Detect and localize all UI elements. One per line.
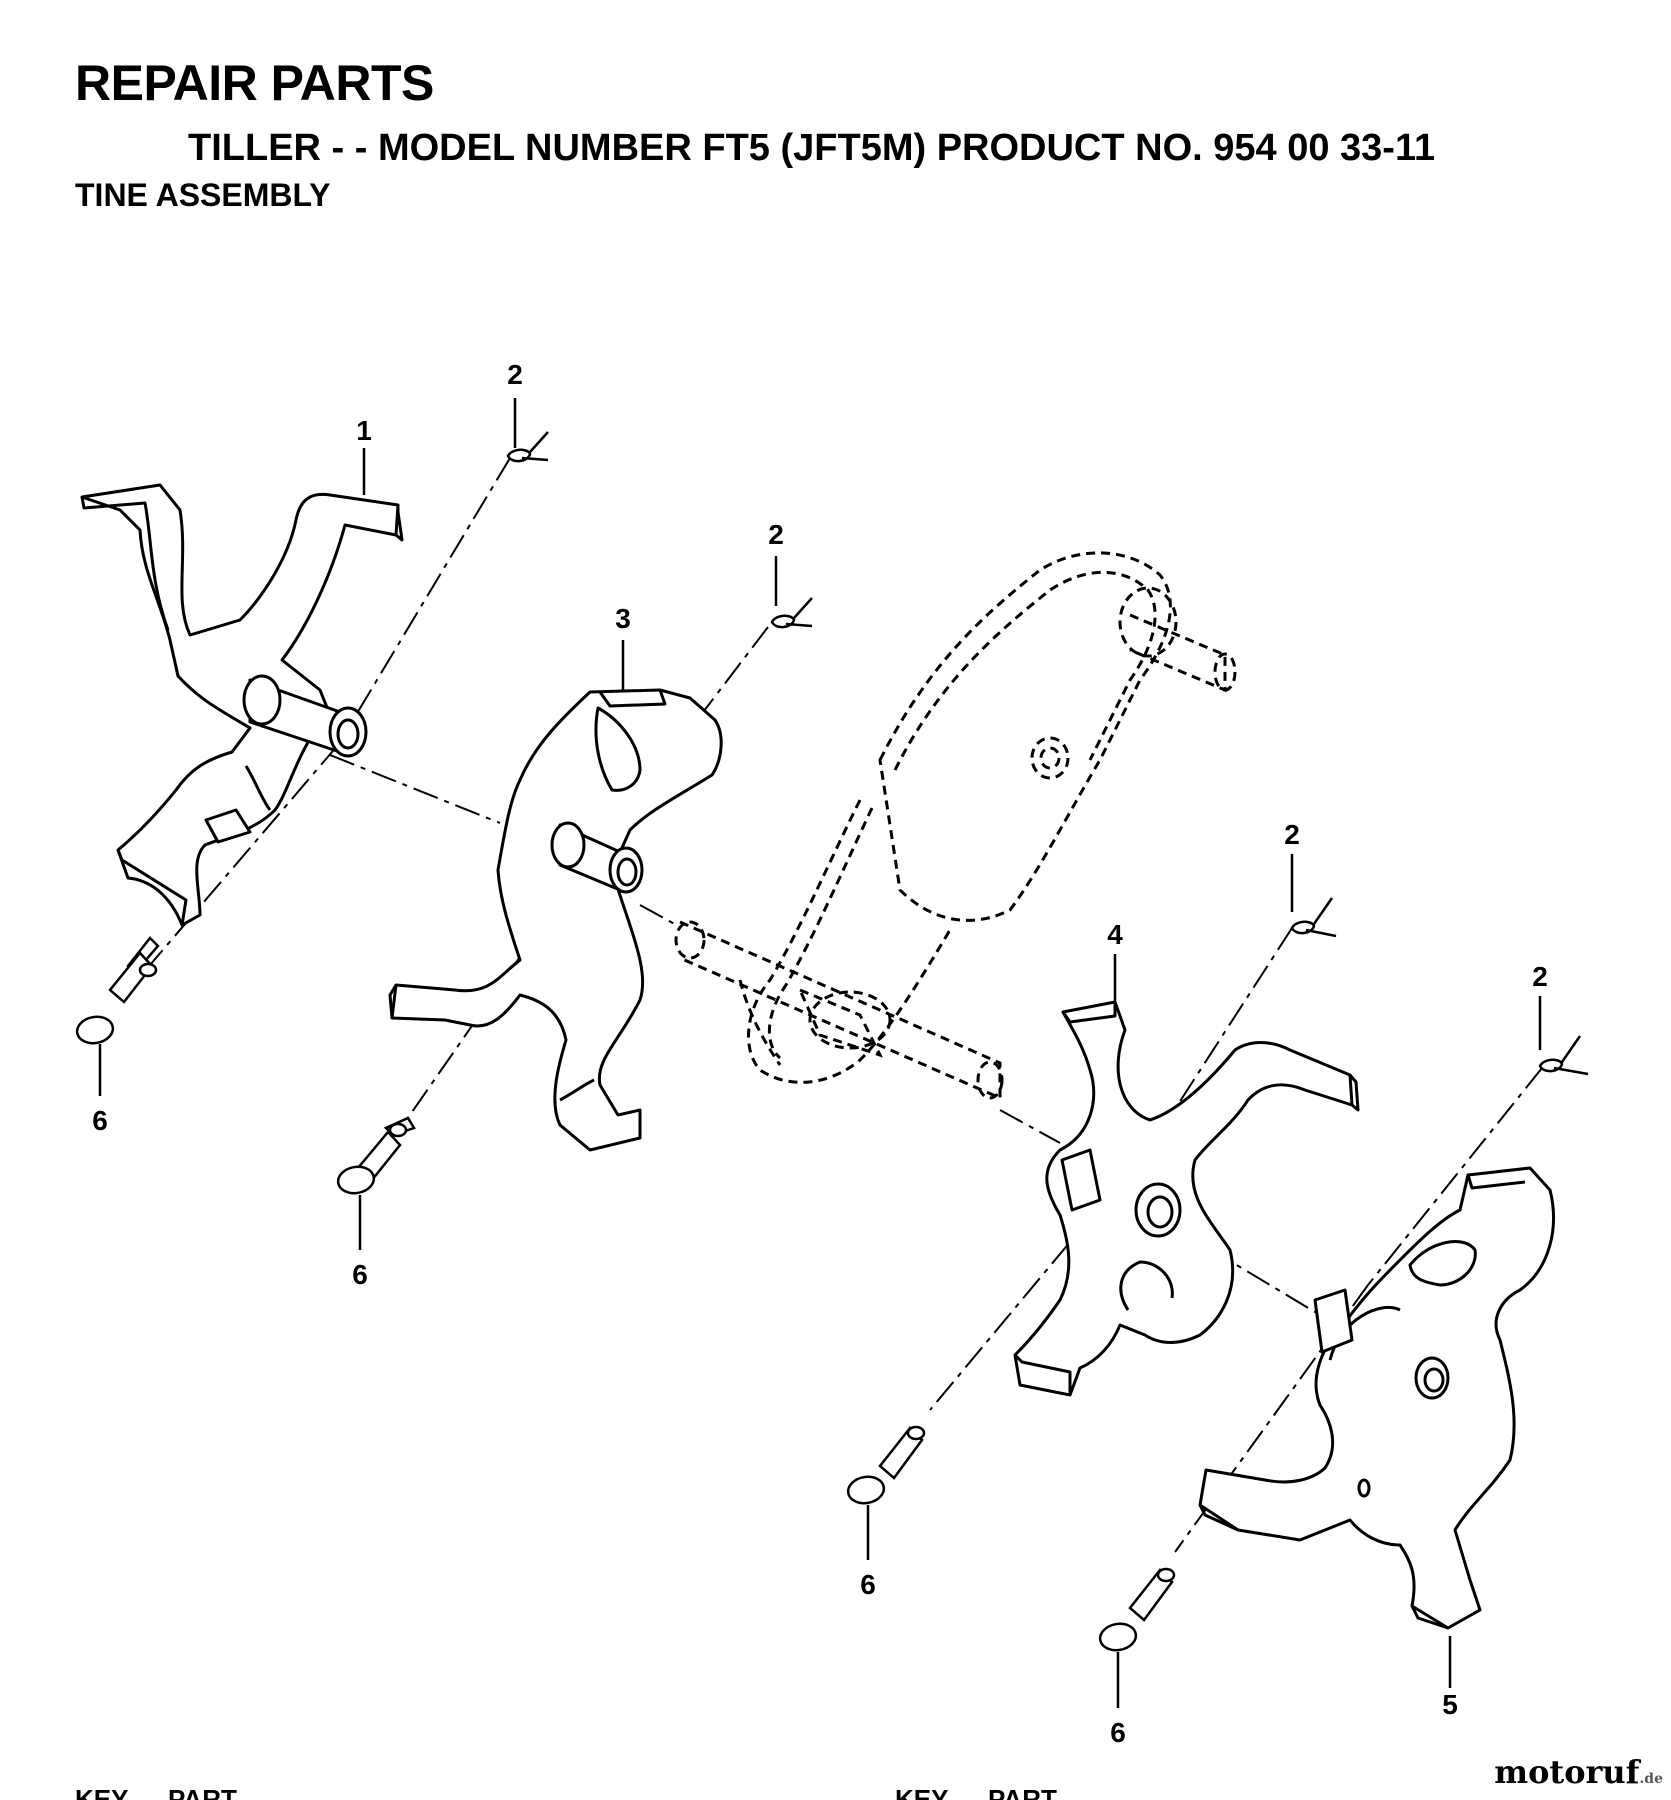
- hairpin-clip-a: [506, 431, 549, 463]
- callout-labels: 1 2 2 3 2 4 2 5 6 6 6 6: [92, 359, 1548, 1748]
- callout-part-6-c: 6: [860, 1569, 876, 1600]
- gearbox-housing-reference: [674, 551, 1237, 1101]
- model-subtitle: TILLER - - MODEL NUMBER FT5 (JFT5M) PROD…: [188, 127, 1436, 169]
- tine-part-3: [388, 688, 723, 1152]
- clevis-pin-a: [75, 936, 160, 1045]
- callout-part-1: 1: [356, 415, 372, 446]
- watermark-domain: .de: [1639, 1771, 1663, 1787]
- callout-part-5: 5: [1442, 1689, 1458, 1720]
- footer-part-right: PART: [988, 1784, 1057, 1800]
- parts-list-header: KEY PART KEY PART: [75, 1784, 1057, 1800]
- callout-part-6-d: 6: [1110, 1717, 1126, 1748]
- footer-key-left: KEY: [75, 1784, 128, 1800]
- footer-part-left: PART: [168, 1784, 237, 1800]
- tine-part-4: [1013, 1000, 1360, 1397]
- tine-part-1: [80, 483, 404, 927]
- clevis-pins: [75, 936, 1176, 1652]
- clevis-pin-b: [336, 1116, 416, 1195]
- callout-part-4: 4: [1107, 919, 1123, 950]
- callout-part-6-a: 6: [92, 1105, 108, 1136]
- section-title: TINE ASSEMBLY: [75, 177, 331, 213]
- footer-key-right: KEY: [895, 1784, 948, 1800]
- hairpin-clip-c: [1290, 897, 1337, 938]
- tine-part-5: [1198, 1166, 1555, 1630]
- page-header: REPAIR PARTS TILLER - - MODEL NUMBER FT5…: [0, 0, 1671, 230]
- hairpin-clip-d: [1538, 1035, 1589, 1076]
- clevis-pin-c: [846, 1425, 926, 1505]
- callout-part-2-c: 2: [1284, 819, 1300, 850]
- callout-part-2-a: 2: [507, 359, 523, 390]
- callout-part-6-b: 6: [352, 1259, 368, 1290]
- hairpin-clips: [506, 431, 1589, 1076]
- watermark-logo: motoruf.de: [1494, 1756, 1663, 1788]
- callout-part-3: 3: [615, 603, 631, 634]
- callout-part-2-b: 2: [768, 519, 784, 550]
- hairpin-clip-b: [770, 597, 813, 629]
- clevis-pin-d: [1098, 1567, 1176, 1652]
- watermark-text: motoruf: [1494, 1753, 1640, 1791]
- callout-leaders: [98, 398, 1542, 1708]
- callout-part-2-d: 2: [1532, 961, 1548, 992]
- page-title: REPAIR PARTS: [75, 55, 434, 111]
